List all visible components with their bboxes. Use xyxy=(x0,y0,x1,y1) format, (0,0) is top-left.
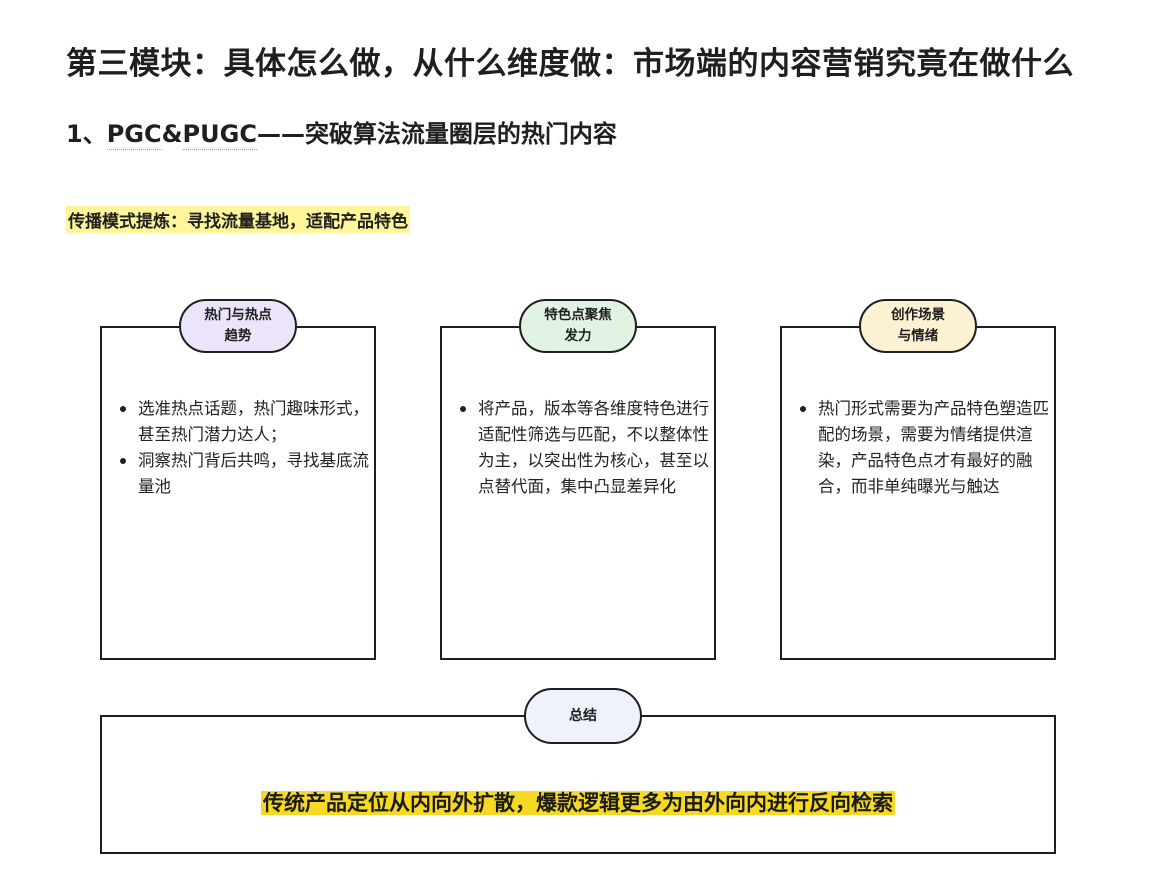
list-item: 选准热点话题，热门趣味形式，甚至热门潜力达人； xyxy=(116,396,370,448)
card-tag-line: 与情绪 xyxy=(897,328,939,344)
card-bullet-list: 将产品，版本等各维度特色进行适配性筛选与匹配，不以整体性为主，以突出性为核心，甚… xyxy=(456,396,710,500)
term-pugc[interactable]: PUGC xyxy=(182,120,257,150)
card-tag-scene-emotion: 创作场景 与情绪 xyxy=(859,299,977,353)
section-title-rest: ——突破算法流量圈层的热门内容 xyxy=(256,120,617,148)
highlighted-subtitle: 传播模式提炼：寻找流量基地，适配产品特色 xyxy=(66,206,410,233)
card-feature-focus: 将产品，版本等各维度特色进行适配性筛选与匹配，不以整体性为主，以突出性为核心，甚… xyxy=(440,326,716,660)
card-tag-line: 发力 xyxy=(564,328,592,344)
summary-highlight: 传统产品定位从内向外扩散，爆款逻辑更多为由外向内进行反向检索 xyxy=(261,791,895,815)
card-tag-line: 创作场景 xyxy=(891,307,945,323)
term-pgc[interactable]: PGC xyxy=(106,120,162,150)
card-tag-feature-focus: 特色点聚焦 发力 xyxy=(519,299,637,353)
summary-text: 传统产品定位从内向外扩散，爆款逻辑更多为由外向内进行反向检索 xyxy=(102,787,1054,817)
card-tag-hot-trends: 热门与热点 趋势 xyxy=(179,299,297,353)
section-ampersand: & xyxy=(161,120,183,148)
page-title: 第三模块：具体怎么做，从什么维度做：市场端的内容营销究竟在做什么 xyxy=(66,46,1074,82)
section-number: 1、 xyxy=(66,120,107,148)
card-bullet-list: 选准热点话题，热门趣味形式，甚至热门潜力达人； 洞察热门背后共鸣，寻找基底流量池 xyxy=(116,396,370,500)
list-item: 热门形式需要为产品特色塑造匹配的场景，需要为情绪提供渲染，产品特色点才有最好的融… xyxy=(796,396,1050,500)
card-hot-trends: 选准热点话题，热门趣味形式，甚至热门潜力达人； 洞察热门背后共鸣，寻找基底流量池 xyxy=(100,326,376,660)
card-tag-line: 趋势 xyxy=(224,328,252,344)
list-item: 将产品，版本等各维度特色进行适配性筛选与匹配，不以整体性为主，以突出性为核心，甚… xyxy=(456,396,710,500)
list-item: 洞察热门背后共鸣，寻找基底流量池 xyxy=(116,448,370,500)
card-tag-line: 热门与热点 xyxy=(204,307,272,323)
summary-tag: 总结 xyxy=(524,688,642,744)
card-tag-line: 特色点聚焦 xyxy=(544,307,612,323)
summary-tag-label: 总结 xyxy=(569,707,597,724)
card-scene-emotion: 热门形式需要为产品特色塑造匹配的场景，需要为情绪提供渲染，产品特色点才有最好的融… xyxy=(780,326,1056,660)
card-bullet-list: 热门形式需要为产品特色塑造匹配的场景，需要为情绪提供渲染，产品特色点才有最好的融… xyxy=(796,396,1050,500)
section-title: 1、PGC&PUGC——突破算法流量圈层的热门内容 xyxy=(66,114,617,150)
